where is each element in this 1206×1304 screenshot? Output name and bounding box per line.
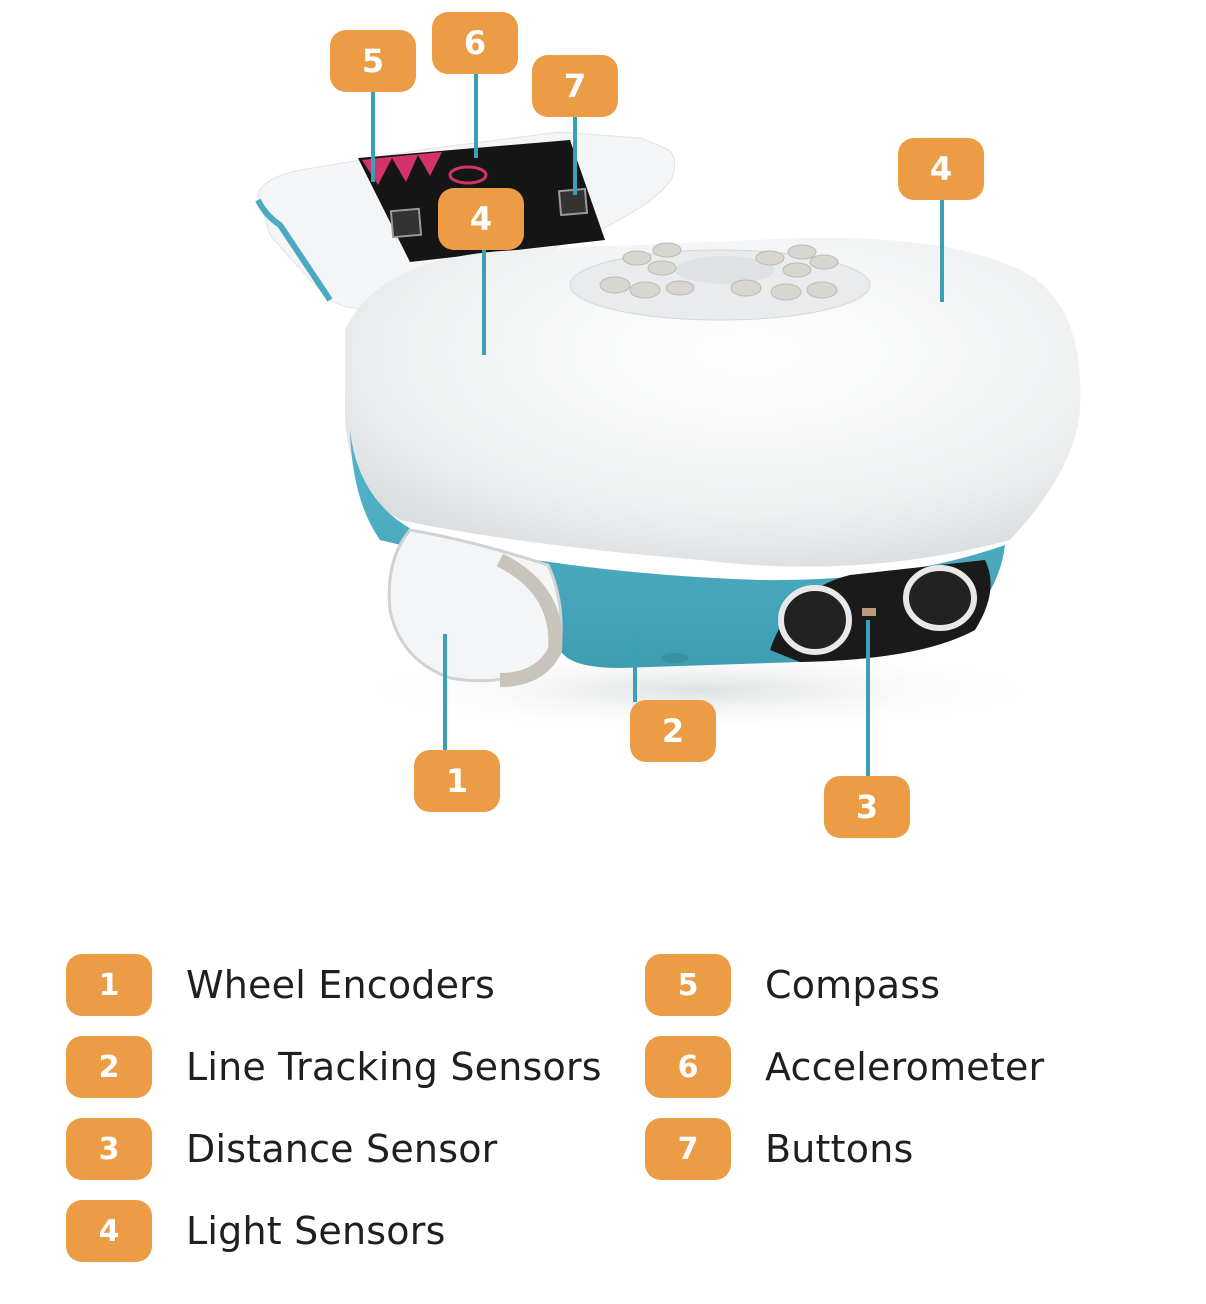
legend-item-4: 4 Light Sensors [66, 1200, 446, 1262]
leader-line-7 [573, 117, 577, 195]
leader-line-5 [371, 92, 375, 182]
leader-line-4-right [940, 200, 944, 302]
legend-item-3: 3 Distance Sensor [66, 1118, 498, 1180]
legend-item-1: 1 Wheel Encoders [66, 954, 495, 1016]
leader-line-3 [866, 620, 870, 776]
callout-badge-2: 2 [630, 700, 716, 762]
legend-badge: 1 [66, 954, 152, 1016]
legend-label: Light Sensors [186, 1209, 446, 1253]
callout-badge-1: 1 [414, 750, 500, 812]
leader-line-4-left [482, 250, 486, 355]
legend-item-6: 6 Accelerometer [645, 1036, 1044, 1098]
legend-label: Line Tracking Sensors [186, 1045, 602, 1089]
legend-label: Distance Sensor [186, 1127, 498, 1171]
legend-item-7: 7 Buttons [645, 1118, 913, 1180]
leader-line-6 [474, 74, 478, 158]
legend-badge: 3 [66, 1118, 152, 1180]
legend-badge: 2 [66, 1036, 152, 1098]
legend-item-5: 5 Compass [645, 954, 940, 1016]
legend-label: Wheel Encoders [186, 963, 496, 1007]
callout-badge-6: 6 [432, 12, 518, 74]
legend-label: Buttons [765, 1127, 914, 1171]
robot-illustration [255, 131, 1081, 735]
callout-badge-3: 3 [824, 776, 910, 838]
callout-badge-4-left: 4 [438, 188, 524, 250]
distance-sensor-left [778, 585, 852, 655]
legend-label: Accelerometer [765, 1045, 1045, 1089]
legend: 1 Wheel Encoders 2 Line Tracking Sensors… [0, 950, 1206, 1290]
robot-shell [345, 237, 1081, 567]
leader-line-2 [633, 640, 637, 702]
callout-badge-7: 7 [532, 55, 618, 117]
legend-badge: 6 [645, 1036, 731, 1098]
legend-badge: 5 [645, 954, 731, 1016]
callout-badge-5: 5 [330, 30, 416, 92]
legend-item-2: 2 Line Tracking Sensors [66, 1036, 602, 1098]
legend-badge: 7 [645, 1118, 731, 1180]
leader-line-1 [443, 634, 447, 750]
robot-diagram: 5 6 7 4 4 1 2 3 [255, 12, 1081, 838]
legend-label: Compass [765, 963, 941, 1007]
callout-badge-4-right: 4 [898, 138, 984, 200]
wheel [387, 528, 563, 683]
legend-badge: 4 [66, 1200, 152, 1262]
distance-sensor-right [903, 565, 977, 631]
